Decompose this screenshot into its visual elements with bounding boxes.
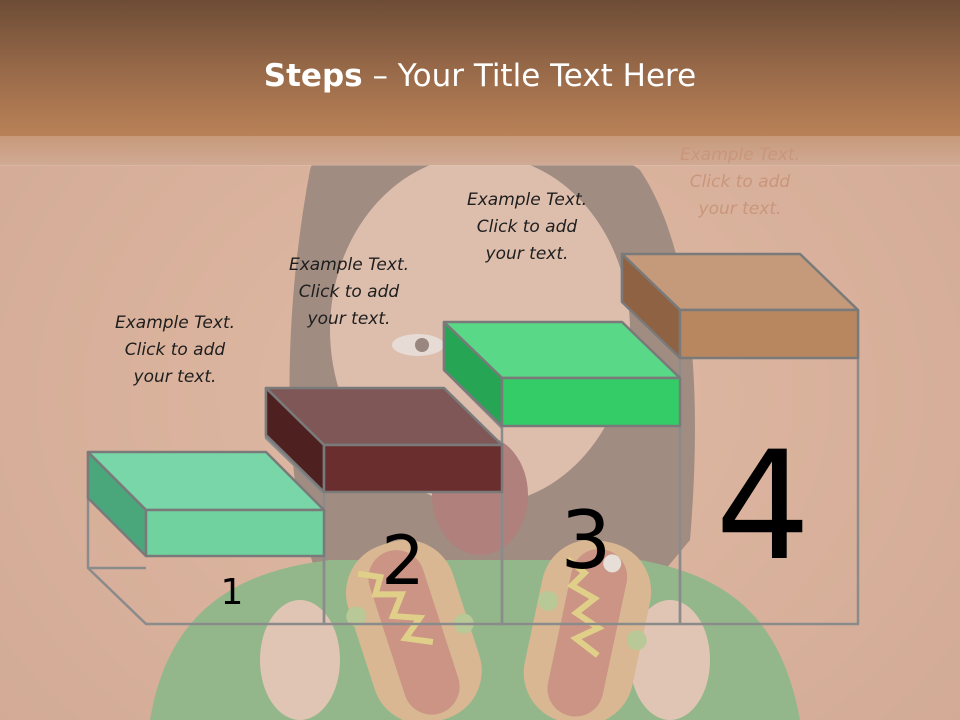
title-rest: – Your Title Text Here bbox=[362, 58, 697, 94]
title-band bbox=[0, 0, 960, 165]
step-3-number: 3 bbox=[561, 494, 612, 587]
step-2-caption-line-3: your text. bbox=[307, 309, 391, 329]
step-3-caption-line-1: Example Text. bbox=[466, 190, 588, 210]
step-2-caption-line-2: Click to add bbox=[298, 282, 400, 302]
step-4-caption-line-2: Click to add bbox=[689, 172, 791, 192]
step-3-caption-line-2: Click to add bbox=[476, 217, 578, 237]
step-2-lid bbox=[264, 386, 504, 494]
step-1-lid bbox=[86, 450, 326, 558]
title-band-lower bbox=[0, 136, 960, 166]
title-bold: Steps bbox=[263, 58, 363, 94]
step-2-caption-line-1: Example Text. bbox=[288, 255, 410, 275]
step-4-lid bbox=[620, 252, 860, 360]
step-2-caption[interactable]: Example Text. Click to add your text. bbox=[249, 252, 449, 333]
step-4-caption-line-3: your text. bbox=[698, 199, 782, 219]
slide-title[interactable]: Steps – Your Title Text Here bbox=[0, 56, 960, 96]
step-4-number: 4 bbox=[715, 420, 810, 594]
step-1-number: 1 bbox=[221, 572, 244, 613]
step-4-caption-line-1: Example Text. bbox=[679, 145, 801, 165]
step-1-caption-line-1: Example Text. bbox=[114, 313, 236, 333]
step-3-lid bbox=[442, 320, 682, 428]
step-3-caption[interactable]: Example Text. Click to add your text. bbox=[427, 187, 627, 268]
step-4-caption[interactable]: Example Text. Click to add your text. bbox=[640, 142, 840, 223]
step-1-caption[interactable]: Example Text. Click to add your text. bbox=[75, 310, 275, 391]
step-3-caption-line-3: your text. bbox=[485, 244, 569, 264]
step-1-caption-line-2: Click to add bbox=[124, 340, 226, 360]
step-2-number: 2 bbox=[381, 522, 424, 601]
step-1-caption-line-3: your text. bbox=[133, 367, 217, 387]
